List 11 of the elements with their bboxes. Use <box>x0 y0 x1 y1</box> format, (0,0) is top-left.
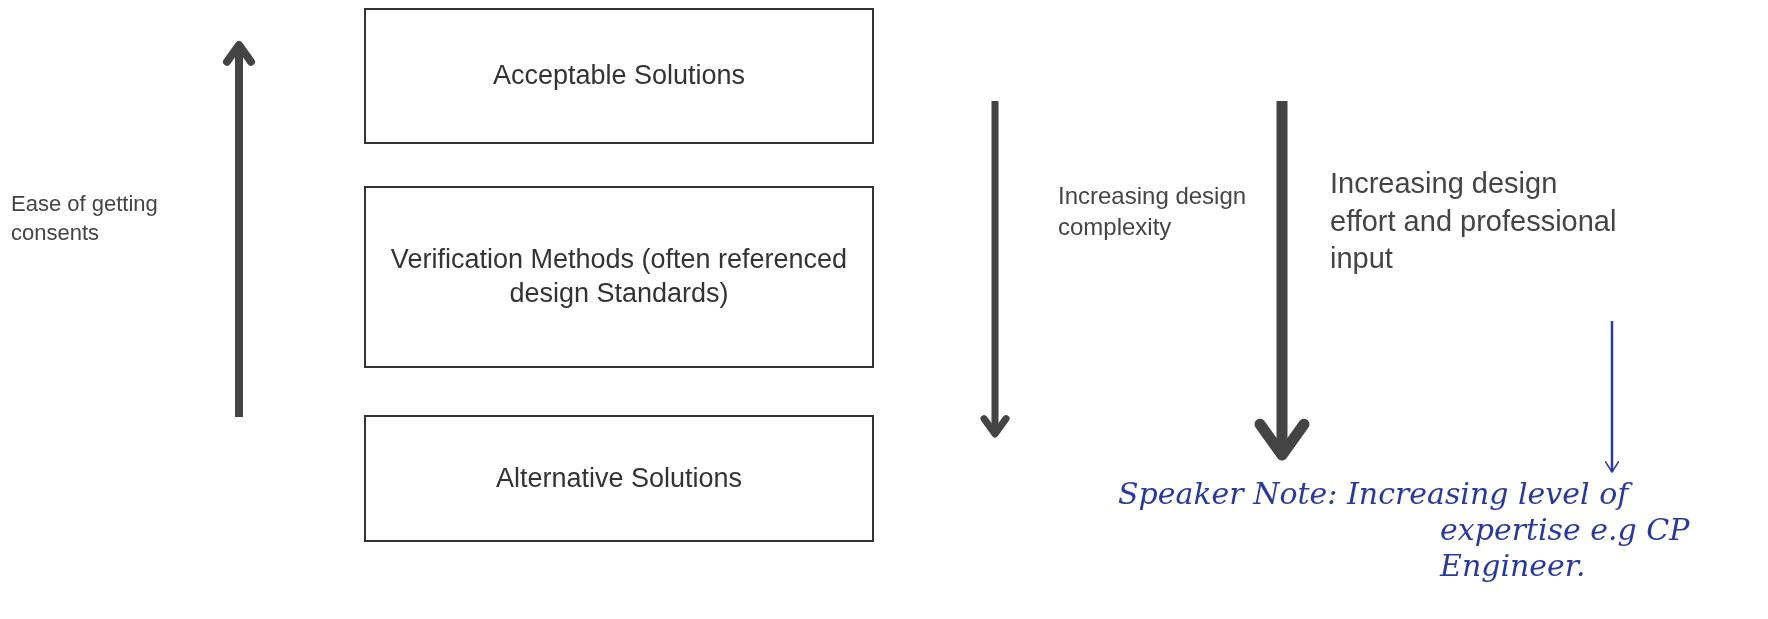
solution-box <box>364 415 874 542</box>
box-label: Acceptable Solutions <box>491 59 747 93</box>
method-box <box>364 186 874 368</box>
box-label: Verification Methods (often referenced design Standards) <box>389 243 849 310</box>
solution-box <box>364 8 874 144</box>
handwritten-note: Speaker Note: Increasing level of expertise e.g CP Engineer. <box>1118 476 1758 584</box>
axis-label: Increasing design effort and professional input <box>1330 166 1618 277</box>
hand-drawn-arrow <box>1604 321 1620 473</box>
axis-label: Increasing design complexity <box>1058 181 1248 243</box>
box-label: Alternative Solutions <box>494 461 744 495</box>
axis-label: Ease of getting consents <box>11 190 159 247</box>
